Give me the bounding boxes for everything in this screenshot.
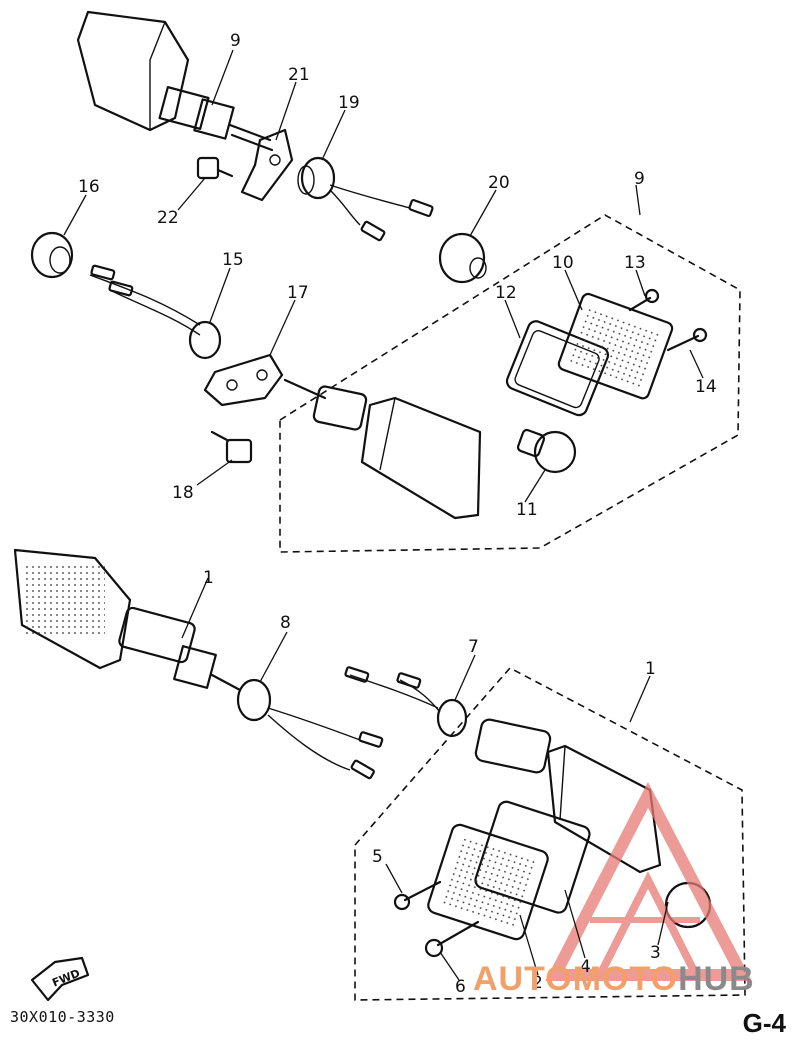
part-code: 30X010-3330 <box>10 1008 115 1026</box>
watermark-text-b: HUB <box>678 960 755 998</box>
callout-17: 17 <box>287 283 309 303</box>
callout-7: 7 <box>468 637 479 657</box>
callout-13: 13 <box>624 253 646 273</box>
callout-4: 4 <box>580 957 591 977</box>
callout-19: 19 <box>338 93 360 113</box>
callout-22: 22 <box>157 208 179 228</box>
upper-turn-signal-assembly <box>30 10 741 553</box>
callout-11: 11 <box>516 500 538 520</box>
lower-turn-signal-assembly <box>13 548 746 1002</box>
callout-10: 10 <box>552 253 574 273</box>
callout-16: 16 <box>78 177 100 197</box>
fwd-label: FWD <box>50 967 82 990</box>
watermark-logo <box>545 781 752 981</box>
callout-9-box: 9 <box>634 169 645 189</box>
callout-21: 21 <box>288 65 310 85</box>
callout-leaders <box>63 49 704 981</box>
callout-3: 3 <box>650 943 661 963</box>
callout-8: 8 <box>280 613 291 633</box>
watermark-text: AUTOMOTOHUB <box>473 960 755 999</box>
callout-15: 15 <box>222 250 244 270</box>
callout-labels: 9 21 19 22 20 16 15 17 10 13 12 14 18 11… <box>50 31 716 997</box>
callout-5: 5 <box>372 847 383 867</box>
callout-1-box: 1 <box>645 659 656 679</box>
callout-14: 14 <box>695 377 717 397</box>
callout-9-top: 9 <box>230 31 241 51</box>
page-label: G-4 <box>742 1008 786 1038</box>
fwd-arrow-icon <box>30 956 90 1002</box>
callout-20: 20 <box>488 173 510 193</box>
watermark-text-a: AUTOMOTO <box>473 960 679 998</box>
callout-12: 12 <box>495 283 517 303</box>
callout-6: 6 <box>455 977 466 997</box>
callout-1-left: 1 <box>203 568 214 588</box>
callout-2: 2 <box>532 973 543 993</box>
callout-18: 18 <box>172 483 194 503</box>
